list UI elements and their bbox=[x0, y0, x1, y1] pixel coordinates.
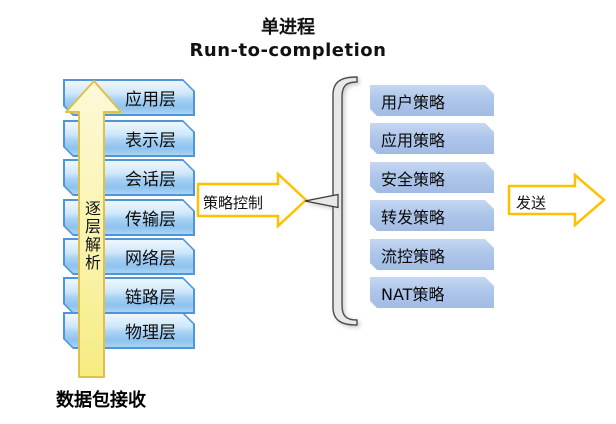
layer-label: 表示层 bbox=[125, 131, 176, 151]
policy-box-fill bbox=[370, 277, 494, 308]
policy-box-fill bbox=[370, 85, 494, 116]
policy-control-arrow-label: 策略控制 bbox=[203, 194, 264, 212]
policy-box-fill bbox=[370, 162, 494, 193]
policy-box-security: 安全策略 bbox=[368, 160, 496, 195]
title-line-cn: 单进程 bbox=[261, 17, 315, 38]
policy-box-fill bbox=[370, 200, 494, 231]
policy-label: 转发策略 bbox=[381, 207, 446, 227]
policy-label: 用户策略 bbox=[381, 92, 446, 112]
policy-box-nat: NAT策略 bbox=[368, 275, 496, 310]
policy-box-fill bbox=[370, 123, 494, 154]
packet-receive-caption: 数据包接收 bbox=[56, 390, 146, 411]
layer-label: 传输层 bbox=[125, 210, 176, 230]
policy-box-flow-control: 流控策略 bbox=[368, 237, 496, 272]
up-arrow-label: 逐层解析 bbox=[82, 200, 101, 272]
diagram-title: 单进程 Run-to-completion bbox=[128, 16, 448, 62]
policy-box-user: 用户策略 bbox=[368, 83, 496, 118]
layer-label: 网络层 bbox=[125, 249, 176, 269]
policy-label: NAT策略 bbox=[381, 284, 445, 304]
layer-label: 应用层 bbox=[125, 90, 176, 110]
policy-box-application: 应用策略 bbox=[368, 121, 496, 156]
policy-label: 应用策略 bbox=[381, 130, 446, 150]
policy-label: 流控策略 bbox=[381, 246, 446, 266]
layer-label: 物理层 bbox=[125, 323, 176, 343]
policy-box-forwarding: 转发策略 bbox=[368, 198, 496, 233]
policy-box-fill bbox=[370, 239, 494, 270]
send-arrow-label: 发送 bbox=[516, 194, 547, 212]
policy-label: 安全策略 bbox=[381, 169, 446, 189]
layer-label: 会话层 bbox=[125, 170, 176, 190]
layer-label: 链路层 bbox=[125, 288, 176, 308]
title-line-en: Run-to-completion bbox=[189, 40, 387, 61]
